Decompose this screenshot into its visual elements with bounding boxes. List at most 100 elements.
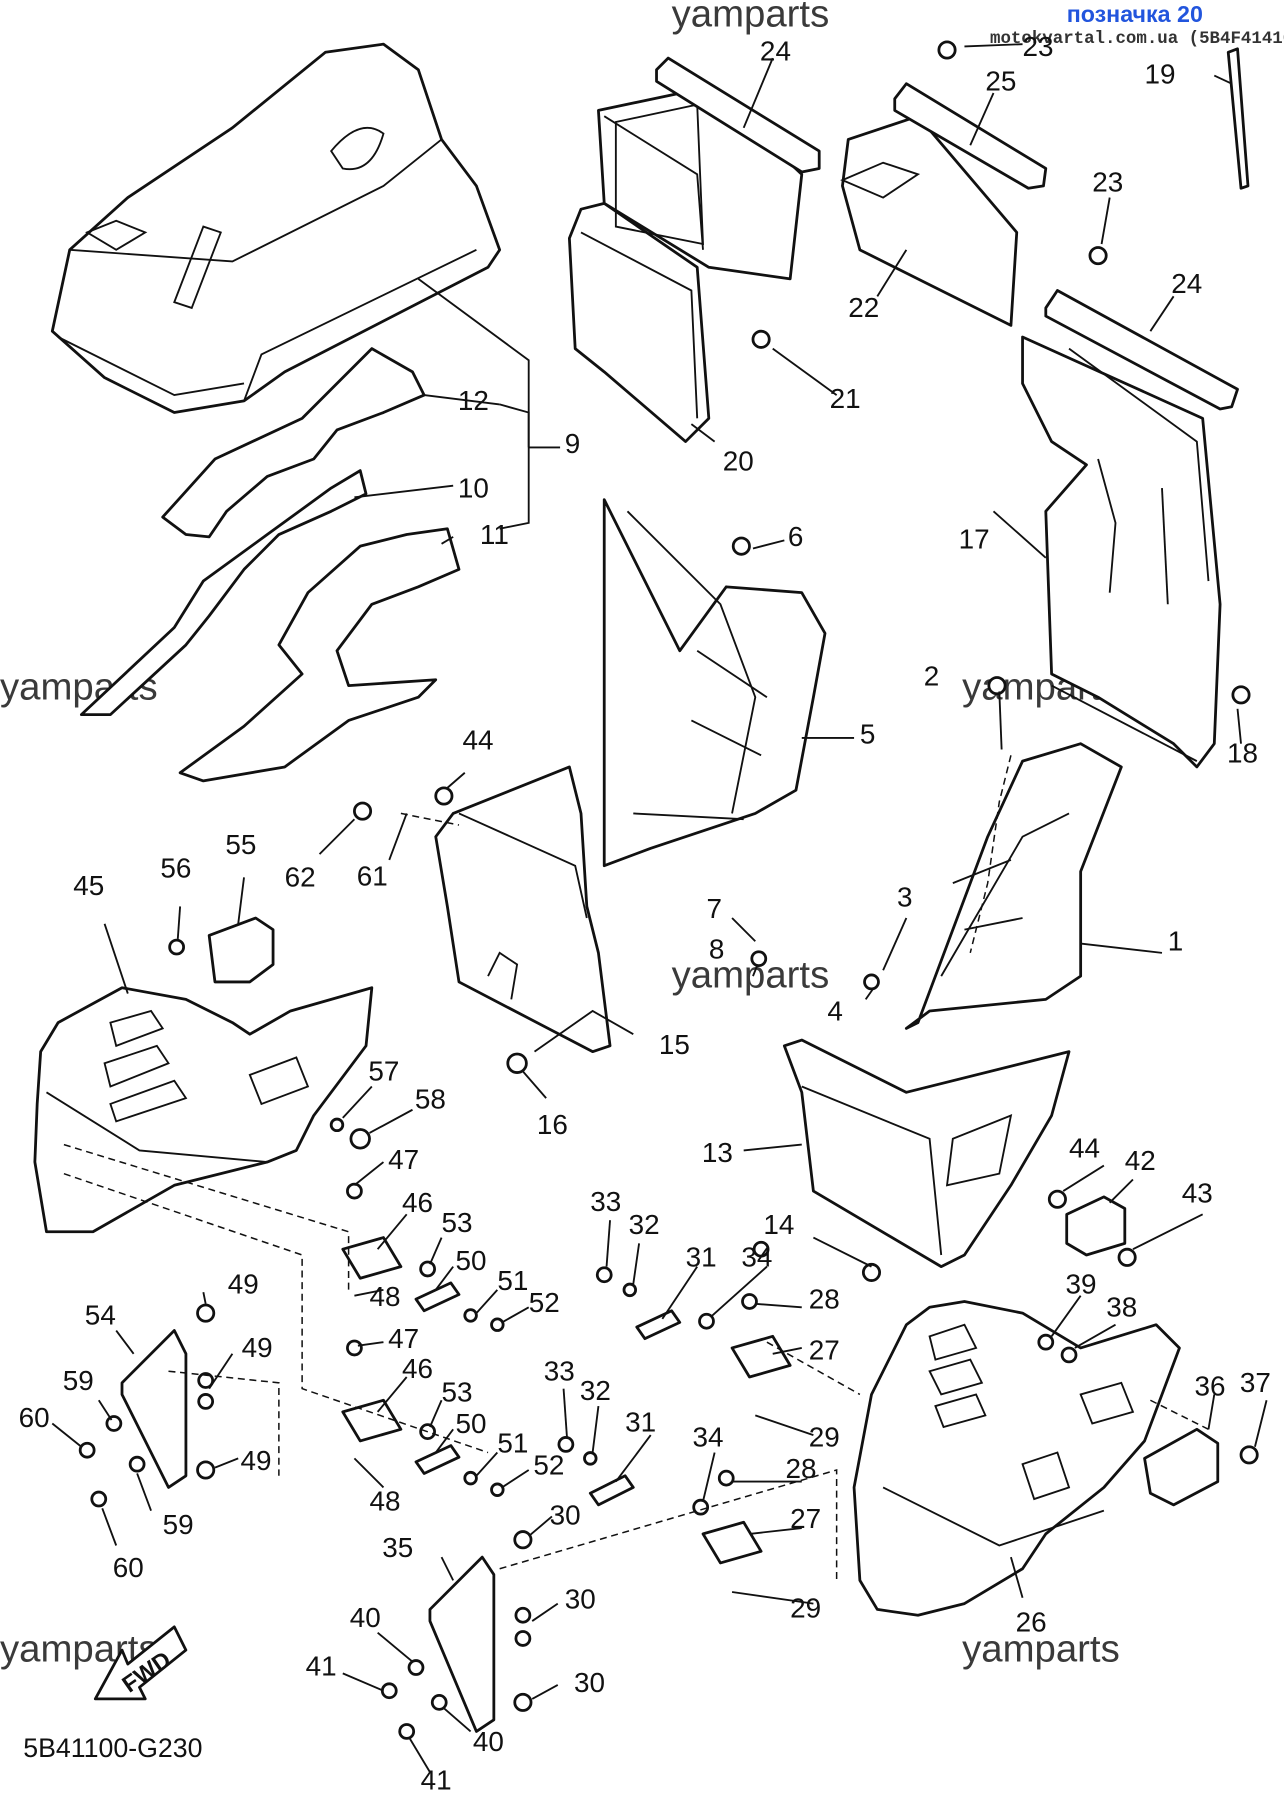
callout-30-c: 30 [574, 1667, 605, 1698]
callout-3: 3 [897, 881, 913, 912]
callout-54: 54 [85, 1300, 116, 1331]
callout-38: 38 [1106, 1292, 1137, 1323]
callout-8: 8 [709, 934, 725, 965]
callout-1: 1 [1168, 926, 1184, 957]
callout-59-lower: 59 [163, 1509, 194, 1540]
callout-48-upper: 48 [370, 1281, 401, 1312]
seal-24-right-part [1044, 289, 1239, 411]
bar-31-upper-part [635, 1309, 682, 1341]
callout-29-upper: 29 [809, 1422, 840, 1453]
watermark-top: yamparts [672, 0, 830, 36]
callout-21: 21 [830, 383, 861, 414]
callout-23-mid: 23 [1092, 167, 1123, 198]
callout-30-b: 30 [565, 1583, 596, 1614]
callout-32-lower: 32 [580, 1375, 611, 1406]
callout-20: 20 [723, 446, 754, 477]
link-46-lower-part [341, 1398, 403, 1443]
callout-15: 15 [659, 1029, 690, 1060]
bracket-15-part [434, 765, 612, 1054]
bar-50-lower-part [414, 1444, 461, 1475]
callout-numbers: 1 2 3 4 5 6 7 8 9 10 11 12 13 14 15 16 1… [19, 31, 1271, 1796]
callout-28-upper: 28 [809, 1283, 840, 1314]
callout-41-upper: 41 [306, 1651, 337, 1682]
callout-34-lower: 34 [693, 1422, 724, 1453]
callout-19: 19 [1145, 59, 1176, 90]
callout-27-upper: 27 [809, 1335, 840, 1366]
callout-36: 36 [1195, 1371, 1226, 1402]
callout-7: 7 [706, 893, 722, 924]
zip-tie-19-part [1226, 47, 1250, 190]
callout-30-a: 30 [550, 1500, 581, 1531]
callout-18: 18 [1227, 737, 1258, 768]
callout-42: 42 [1125, 1145, 1156, 1176]
callout-45: 45 [73, 870, 104, 901]
callout-17: 17 [959, 523, 990, 554]
bracket-42-part [1065, 1195, 1127, 1257]
floor-plate-13-part [782, 1038, 1071, 1269]
callout-50-lower: 50 [456, 1408, 487, 1439]
callout-53-upper: 53 [442, 1207, 473, 1238]
callout-12: 12 [458, 385, 489, 416]
callout-31-upper: 31 [686, 1242, 717, 1273]
seal-25-part [893, 82, 1048, 190]
callout-24-top: 24 [760, 35, 791, 66]
linkage-27-upper-part [730, 1334, 792, 1379]
header-label: позначка 20 [1067, 1, 1203, 27]
callout-16: 16 [537, 1109, 568, 1140]
duct-22-part [840, 114, 1019, 327]
bracket-54-part [120, 1329, 188, 1489]
callout-56: 56 [160, 852, 191, 883]
fasteners [78, 40, 1259, 1740]
callout-51-upper: 51 [497, 1265, 528, 1296]
callout-46-lower: 46 [402, 1353, 433, 1384]
callout-41-lower: 41 [421, 1765, 452, 1796]
callout-52-upper: 52 [529, 1287, 560, 1318]
callout-46-upper: 46 [402, 1187, 433, 1218]
callout-32-upper: 32 [629, 1209, 660, 1240]
frame-17-part [1021, 335, 1222, 769]
callout-22: 22 [848, 292, 879, 323]
callout-47-lower: 47 [388, 1323, 419, 1354]
side-panel-1-part [904, 742, 1123, 1030]
panel-11-part [178, 527, 461, 783]
callout-2: 2 [924, 661, 940, 692]
callout-51-lower: 51 [497, 1428, 528, 1459]
bracket-35-part [428, 1555, 496, 1733]
footwell-26-part [852, 1300, 1181, 1617]
callout-33-upper: 33 [590, 1186, 621, 1217]
linkage-27-lower-part [701, 1520, 763, 1565]
callout-40-upper: 40 [350, 1602, 381, 1633]
callout-25: 25 [985, 66, 1016, 97]
callout-62: 62 [285, 862, 316, 893]
callout-49-c: 49 [241, 1445, 272, 1476]
diagram-code: 5B41100-G230 [23, 1733, 202, 1763]
callout-37: 37 [1240, 1367, 1271, 1398]
callout-50-upper: 50 [456, 1245, 487, 1276]
callout-24-right: 24 [1171, 268, 1202, 299]
plate-55-part [207, 916, 275, 984]
callout-44-left: 44 [462, 725, 493, 756]
callout-61: 61 [357, 860, 388, 891]
callout-29-lower: 29 [790, 1593, 821, 1624]
callout-14: 14 [763, 1209, 794, 1240]
callout-47-upper: 47 [388, 1144, 419, 1175]
callout-43: 43 [1182, 1178, 1213, 1209]
callout-49-b: 49 [242, 1332, 273, 1363]
assembly-guides [63, 755, 1209, 1581]
callout-4: 4 [827, 995, 843, 1026]
callout-59-upper: 59 [63, 1365, 94, 1396]
callout-55: 55 [225, 829, 256, 860]
bracket-5-part [602, 498, 827, 868]
callout-26: 26 [1016, 1607, 1047, 1638]
bar-31-lower-part [588, 1474, 635, 1507]
callout-6: 6 [788, 521, 804, 552]
callout-40-lower: 40 [473, 1726, 504, 1757]
callout-58: 58 [415, 1084, 446, 1115]
callout-23-top: 23 [1023, 31, 1054, 62]
callout-9: 9 [565, 428, 581, 459]
callout-52-lower: 52 [533, 1450, 564, 1481]
callout-39: 39 [1066, 1268, 1097, 1299]
callout-49-a: 49 [228, 1268, 259, 1299]
callout-13: 13 [702, 1137, 733, 1168]
